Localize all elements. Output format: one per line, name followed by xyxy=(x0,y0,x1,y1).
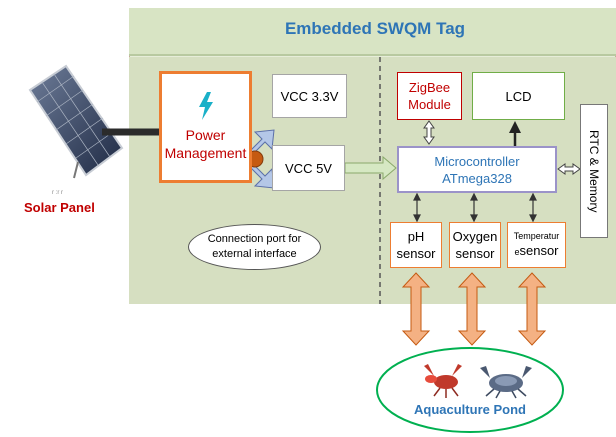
zigbee-line1: ZigBee xyxy=(408,80,451,95)
tag-title: Embedded SWQM Tag xyxy=(284,19,466,38)
microcontroller-block: Microcontroller ATmega328 xyxy=(397,146,557,193)
ph-line2: sensor xyxy=(396,246,436,261)
lightning-bolt-icon xyxy=(198,92,213,120)
aquaculture-pond-label: Aquaculture Pond xyxy=(414,402,526,417)
temperature-sensor-block: Temperatur esensor xyxy=(507,222,566,268)
micro-line1: Microcontroller xyxy=(434,153,520,169)
power-management-block: Power Management xyxy=(159,71,252,183)
power-label-line1: Power xyxy=(185,127,226,143)
connection-port-line1: Connection port for xyxy=(207,233,302,245)
vcc-5v-block: VCC 5V xyxy=(272,145,345,191)
ph-sensor-block: pH sensor xyxy=(390,222,442,268)
tag-title-band xyxy=(129,8,616,56)
connection-port-block: Connection port for external interface xyxy=(188,224,321,270)
temp-line2a: e xyxy=(514,247,520,257)
micro-line2: ATmega328 xyxy=(442,170,512,186)
rtc-memory-block: RTC & Memory xyxy=(580,104,608,238)
zigbee-module-block: ZigBee Module xyxy=(397,72,462,120)
zigbee-line2: Module xyxy=(408,97,451,112)
solar-panel-label: Solar Panel xyxy=(24,200,95,215)
temp-line2: esensor xyxy=(514,243,558,260)
oxygen-line1: Oxygen xyxy=(452,229,498,244)
connection-port-line2: external interface xyxy=(212,248,297,260)
solar-caption: r :r r xyxy=(52,190,63,196)
vcc-3v3-block: VCC 3.3V xyxy=(272,74,347,118)
oxygen-sensor-block: Oxygen sensor xyxy=(449,222,501,268)
solar-panel-icon xyxy=(28,64,124,179)
ph-line1: pH xyxy=(407,229,425,244)
lcd-block: LCD xyxy=(472,72,565,120)
lobster-icon xyxy=(424,364,462,398)
crab-icon xyxy=(480,366,532,399)
power-label-line2: Management xyxy=(164,145,247,161)
rtc-memory-label: RTC & Memory xyxy=(587,129,601,213)
oxygen-line2: sensor xyxy=(455,246,495,261)
temp-line1: Temperatur xyxy=(513,231,560,241)
temp-line2b: sensor xyxy=(519,243,559,258)
